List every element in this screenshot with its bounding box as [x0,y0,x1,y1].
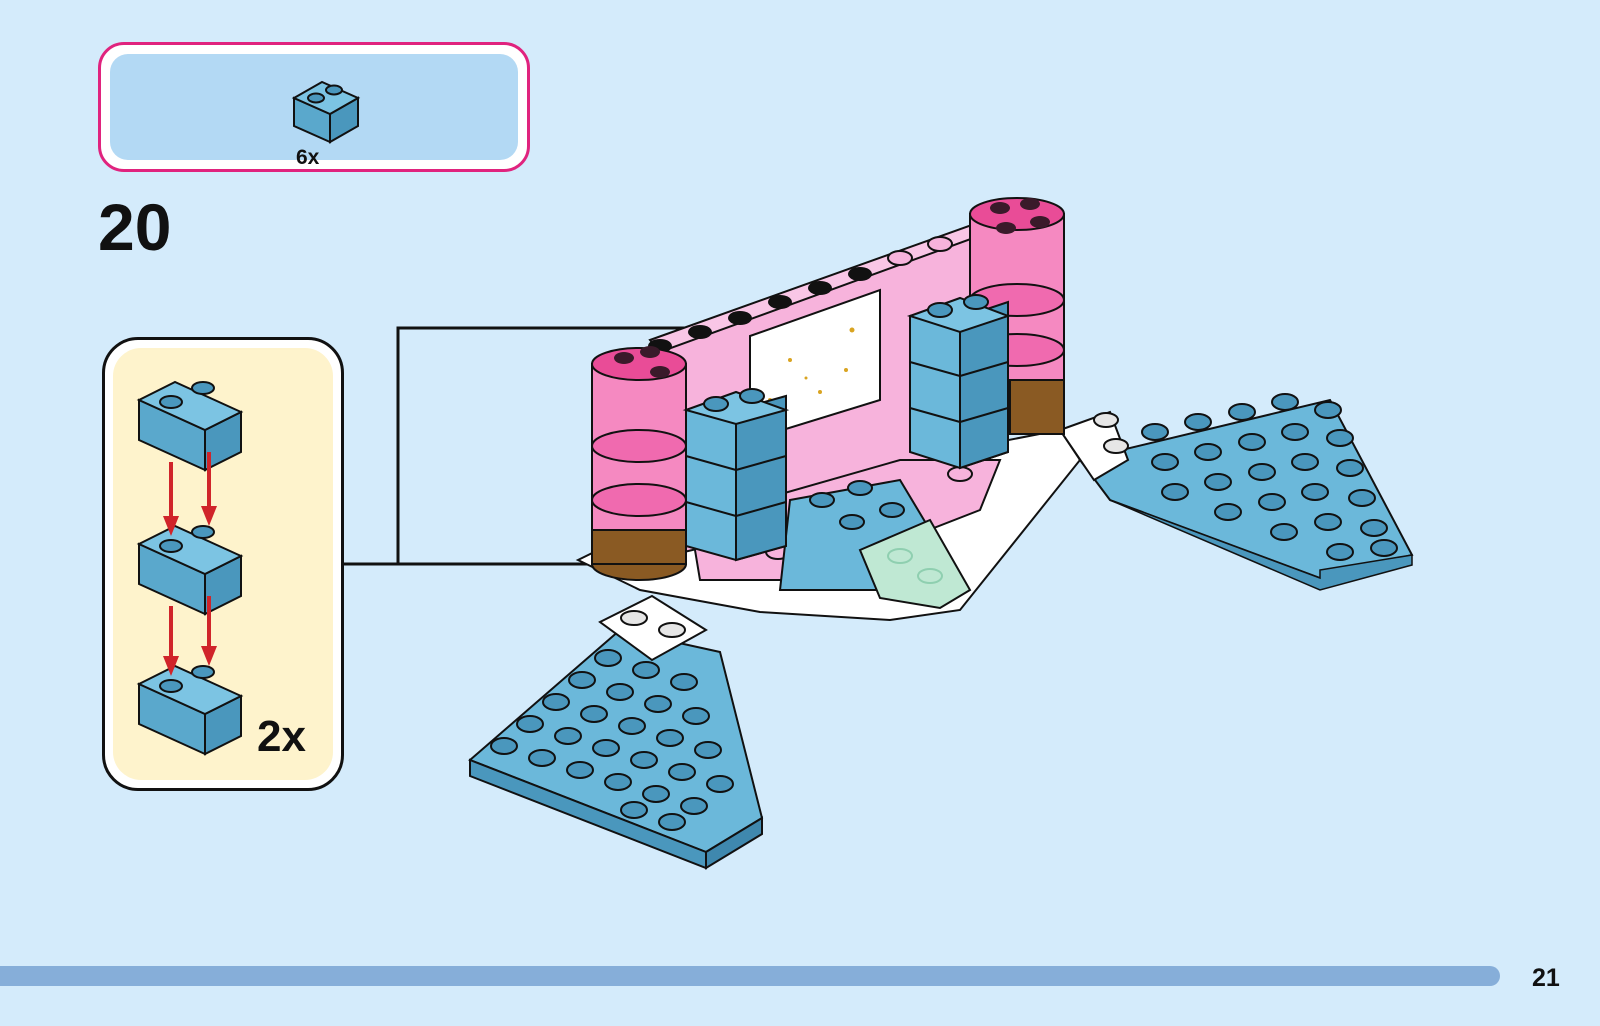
progress-bar [0,966,1500,986]
left-blue-brick-stack [686,389,786,560]
page-number: 21 [1532,964,1560,993]
right-blue-brick-stack [910,295,1008,468]
left-wing-plate [470,596,762,868]
left-pink-column [592,346,686,580]
